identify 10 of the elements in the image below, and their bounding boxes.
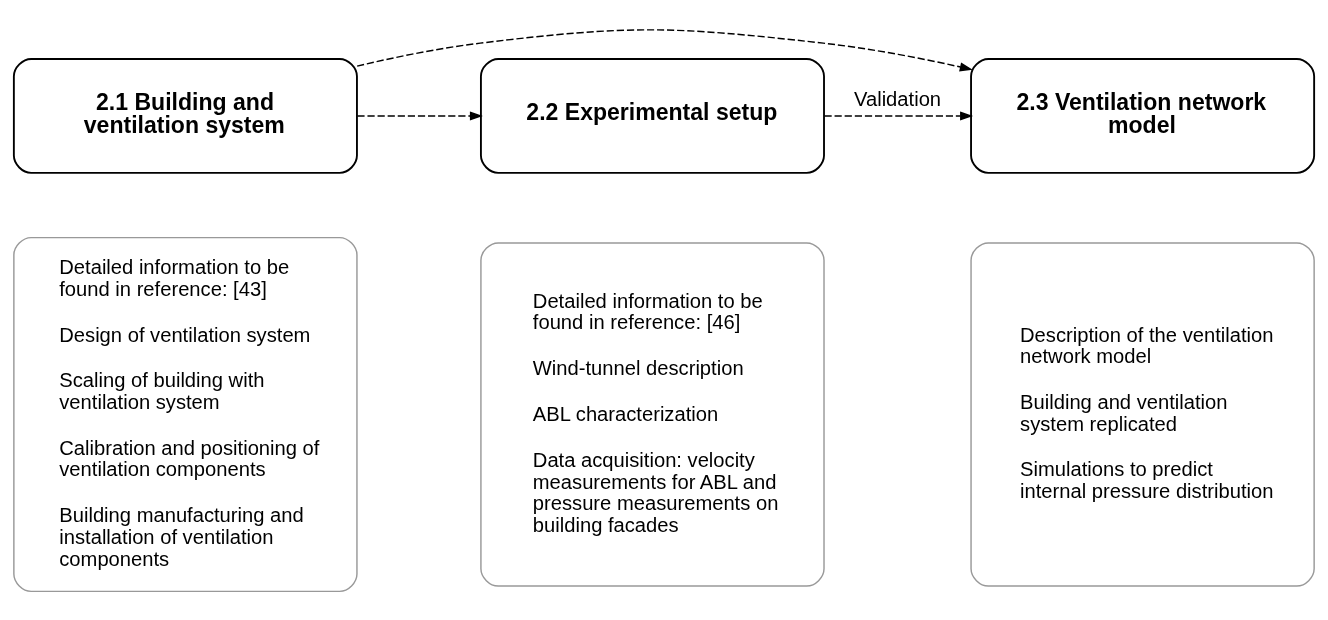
arrow — [356, 28, 973, 71]
node-box: 2.1 Building and ventilation system — [12, 57, 358, 174]
node-box: Detailed information to be found in reference: [46] Wind-tunnel description ABL characterization Data acquisition: velocity measurements for ABL and pressure measurements on building facades — [480, 241, 825, 587]
arrow — [356, 110, 483, 120]
node-box: Description of the ventilation network model Building and ventilation system replicated Simulations to predict internal pressure distribution — [970, 241, 1315, 587]
node-box: Detailed information to be found in reference: [43] Design of ventilation system Scaling of building with ventilation system Calibration and positioning of ventilation components Building manufacturing and installation of ventilation components — [13, 236, 358, 592]
node-box: 2.2 Experimental setup — [480, 57, 825, 174]
edge-label: Validation — [853, 87, 942, 110]
arrow — [823, 110, 974, 120]
node-box: 2.3 Ventilation network model — [970, 57, 1316, 174]
